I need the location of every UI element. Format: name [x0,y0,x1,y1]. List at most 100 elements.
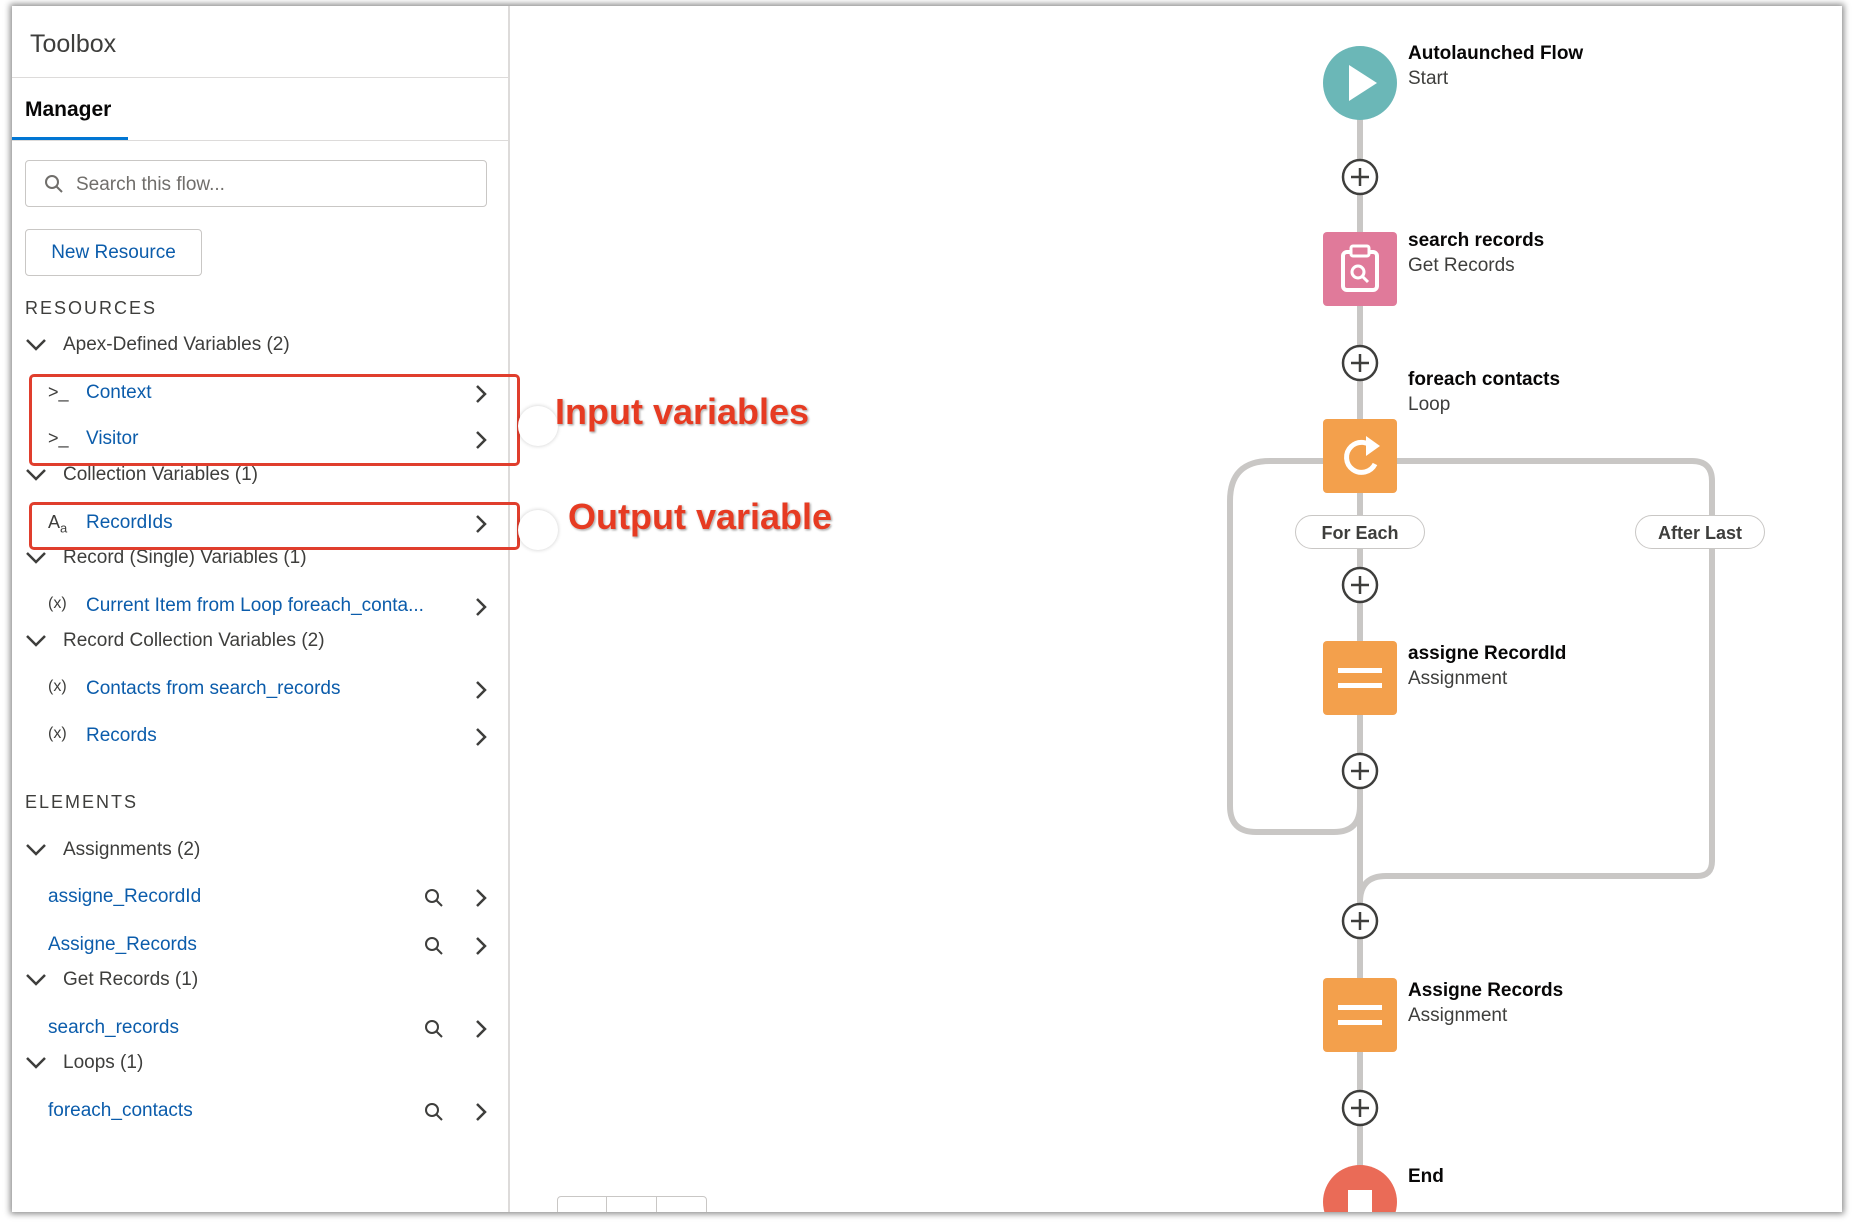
assignment-recordid-subtitle: Assignment [1408,668,1508,689]
resource-item-current-item[interactable]: (x) Current Item from Loop foreach_conta… [36,587,496,627]
chevron-down-icon [26,469,46,481]
loop-node[interactable] [1323,419,1397,493]
group-record-collection[interactable]: Record Collection Variables (2) [25,630,325,652]
resource-label: Context [86,382,152,403]
group-loops[interactable]: Loops (1) [25,1052,143,1074]
end-node[interactable] [1323,1165,1397,1212]
resource-item-recordids[interactable]: Aa RecordIds [36,504,496,544]
divider [656,1197,657,1212]
new-resource-button[interactable]: New Resource [25,229,202,276]
search-box[interactable] [25,160,487,207]
play-icon [1349,65,1377,101]
group-label: Record (Single) Variables (1) [63,547,307,568]
start-node[interactable] [1323,46,1397,120]
chevron-right-icon [476,1103,487,1121]
apex-variable-icon: >_ [48,428,69,448]
element-item-search-records[interactable]: search_records [36,1009,496,1049]
assignment-node-recordid[interactable] [1323,641,1397,715]
assignment-node-records[interactable] [1323,978,1397,1052]
loop-for-each-path [1227,458,1363,835]
chevron-right-icon [476,598,487,616]
flow-builder-window: Toolbox Manager New Resource RESOURCES A… [12,6,1842,1212]
group-get-records[interactable]: Get Records (1) [25,969,198,991]
assignment-recordid-title: assigne RecordId [1408,643,1567,664]
for-each-badge: For Each [1295,515,1425,549]
group-label: Get Records (1) [63,969,199,990]
search-icon[interactable] [424,888,444,908]
chevron-down-icon [26,339,46,351]
add-element-button[interactable] [1341,752,1379,790]
chevron-right-icon [476,1020,487,1038]
element-label: search_records [48,1017,179,1038]
group-collection[interactable]: Collection Variables (1) [25,464,258,486]
stop-icon [1348,1190,1372,1212]
group-label: Assignments (2) [63,839,201,860]
start-node-subtitle: Start [1408,68,1449,89]
search-icon [45,175,63,193]
add-element-button[interactable] [1341,1089,1379,1127]
equals-icon [1338,668,1382,673]
element-item-foreach-contacts[interactable]: foreach_contacts [36,1092,496,1132]
group-label: Loops (1) [63,1052,144,1073]
element-item-assigne-recordid[interactable]: assigne_RecordId [36,878,496,918]
tab-active-indicator [12,137,128,141]
chevron-down-icon [26,1057,46,1069]
record-variable-icon: (x) [48,595,67,612]
input-variables-annotation: Input variables [555,391,810,432]
chevron-right-icon [476,889,487,907]
flow-canvas [1227,46,1715,1212]
end-node-title: End [1408,1166,1444,1187]
resource-item-visitor[interactable]: >_ Visitor [36,420,496,460]
resource-item-records[interactable]: (x) Records [36,717,496,757]
chevron-right-icon [476,431,487,449]
chevron-right-icon [476,681,487,699]
search-icon[interactable] [424,1019,444,1039]
record-variable-icon: (x) [48,678,67,695]
resource-label: Visitor [86,428,139,449]
toolbox-title: Toolbox [30,30,117,58]
toolbox-panel: Toolbox Manager New Resource RESOURCES A… [12,6,510,1212]
loop-after-last-path [1357,458,1715,903]
get-records-node-subtitle: Get Records [1408,255,1515,276]
divider [12,140,508,141]
group-label: Collection Variables (1) [63,464,259,485]
equals-icon [1338,1005,1382,1010]
tab-manager[interactable]: Manager [25,98,112,121]
chevron-down-icon [26,635,46,647]
annotation-connector [518,406,558,446]
chevron-right-icon [476,728,487,746]
zoom-controls[interactable] [557,1196,707,1212]
search-icon[interactable] [424,1102,444,1122]
add-element-button[interactable] [1341,344,1379,382]
element-label: Assigne_Records [48,934,197,955]
assignment-records-subtitle: Assignment [1408,1005,1508,1026]
loop-node-subtitle: Loop [1408,394,1451,415]
chevron-right-icon [476,937,487,955]
add-element-button[interactable] [1341,902,1379,940]
resource-label: RecordIds [86,512,173,533]
text-variable-icon: Aa [48,512,68,536]
group-assignments[interactable]: Assignments (2) [25,839,200,861]
chevron-down-icon [26,974,46,986]
group-apex-defined[interactable]: Apex-Defined Variables (2) [25,334,290,356]
assignment-records-title: Assigne Records [1408,980,1564,1001]
loop-node-title: foreach contacts [1408,369,1561,390]
annotation-connector [518,510,558,550]
chevron-down-icon [26,552,46,564]
resource-label: Contacts from search_records [86,678,341,699]
add-element-button[interactable] [1341,158,1379,196]
search-input[interactable] [74,169,478,201]
element-label: foreach_contacts [48,1100,193,1121]
get-records-node[interactable] [1323,232,1397,306]
search-icon[interactable] [424,936,444,956]
add-element-button[interactable] [1341,566,1379,604]
output-variable-annotation: Output variable [568,496,833,537]
resource-item-context[interactable]: >_ Context [36,374,496,414]
divider [12,77,508,78]
element-item-assigne-records[interactable]: Assigne_Records [36,926,496,966]
element-label: assigne_RecordId [48,886,202,907]
group-record-single[interactable]: Record (Single) Variables (1) [25,547,307,569]
resource-item-contacts[interactable]: (x) Contacts from search_records [36,670,496,710]
record-variable-icon: (x) [48,725,67,742]
resources-heading: RESOURCES [25,298,158,318]
